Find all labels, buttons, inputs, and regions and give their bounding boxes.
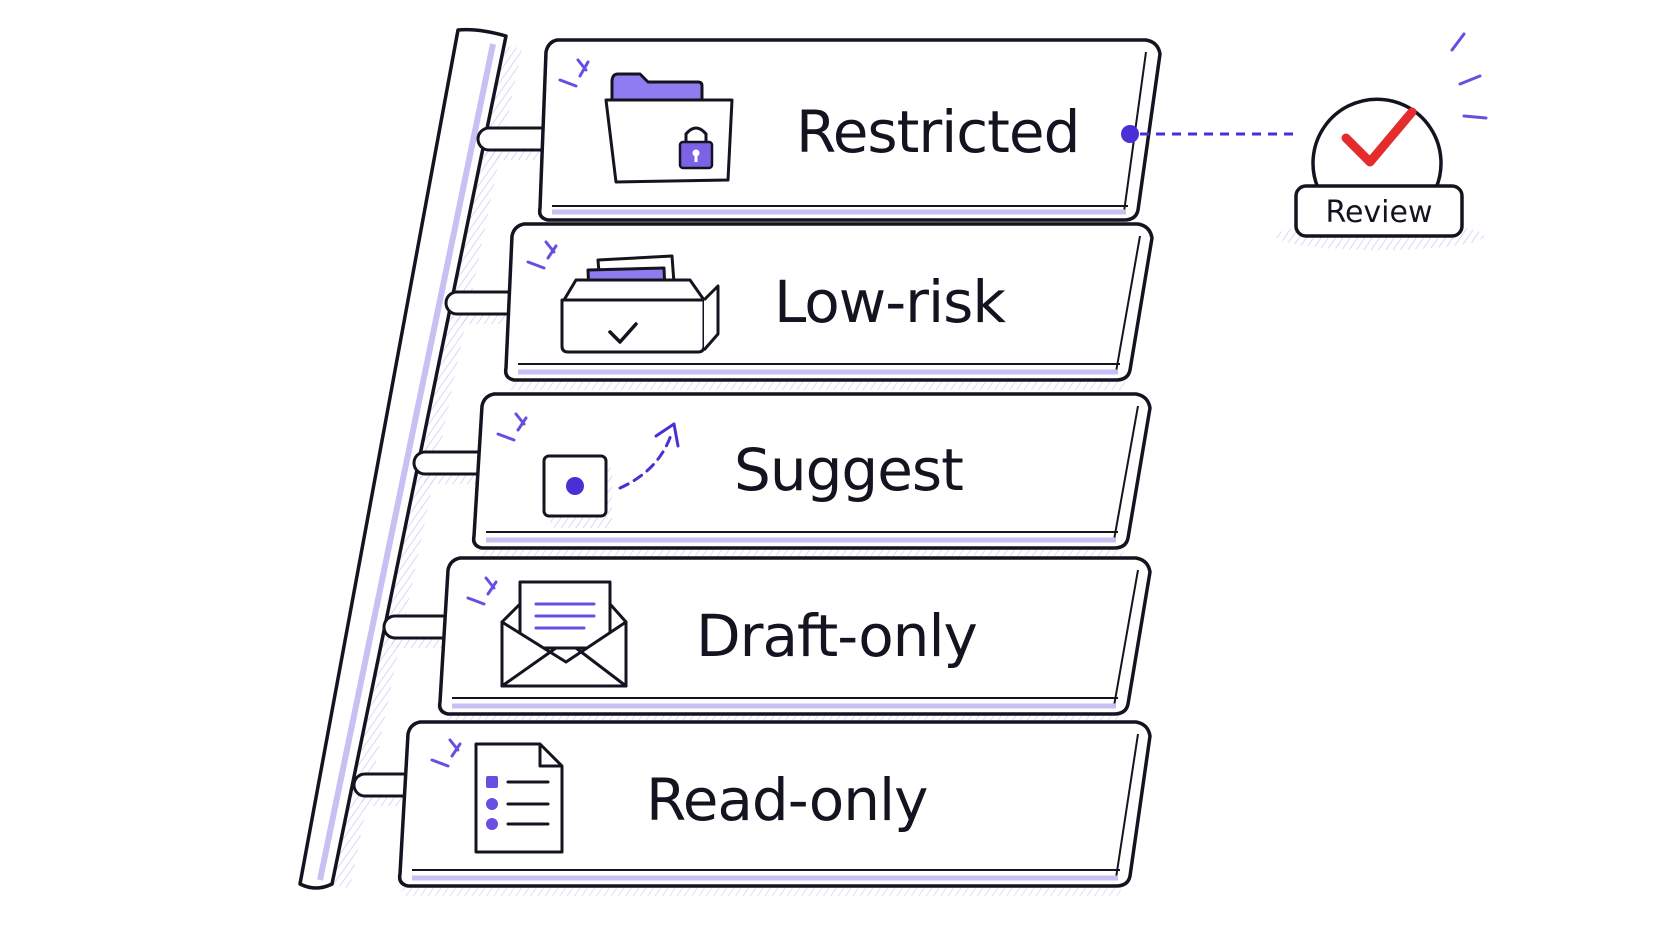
level-label-low-risk: Low-risk [774,268,1006,336]
level-label-read-only: Read-only [646,766,927,834]
level-label-draft-only: Draft-only [696,602,977,670]
level-label-restricted: Restricted [796,98,1079,166]
level-card-restricted: Restricted [537,38,1162,222]
level-card-low-risk: Low-risk [503,222,1154,390]
ladder-rail [298,27,522,890]
level-label-suggest: Suggest [734,436,963,504]
level-card-draft-only: Draft-only [437,556,1152,722]
document-list-icon [430,738,564,854]
review-badge: Review [1276,32,1488,250]
inbox-tray-check-icon [526,240,720,354]
connector-dot [1121,125,1139,143]
envelope-letter-icon [466,576,628,688]
locked-folder-icon [558,58,734,184]
review-label: Review [1325,195,1432,230]
level-card-suggest: Suggest [471,392,1152,556]
checkmark-icon [1341,107,1417,167]
level-card-read-only: Read-only [397,720,1152,896]
suggest-arrow-icon [496,412,680,528]
